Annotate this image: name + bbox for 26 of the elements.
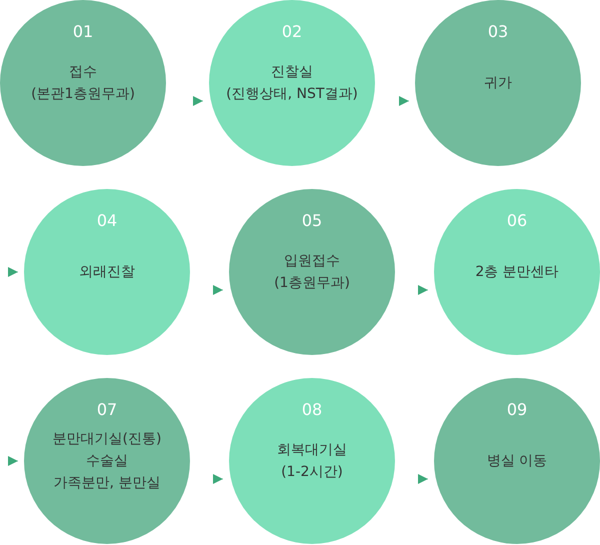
step-label: 진찰실 (진행상태, NST결과) [225, 63, 359, 104]
step-number: 05 [300, 211, 324, 230]
arrow [418, 285, 428, 295]
arrow [192, 96, 204, 106]
step-label: 접수 (본관1층원무과) [30, 63, 136, 104]
arrow [8, 267, 18, 277]
step-number: 04 [96, 211, 118, 230]
step-label: 외래진찰 [78, 263, 136, 282]
step-number: 01 [72, 22, 94, 41]
step-label: 병실 이동 [486, 452, 548, 471]
step-label: 귀가 [483, 74, 513, 93]
step-number: 09 [506, 400, 528, 419]
step-number: 03 [486, 22, 510, 41]
step-label: 입원접수 (1층원무과) [273, 252, 351, 293]
step-number: 08 [300, 400, 324, 419]
step-number: 07 [96, 400, 118, 419]
step-label: 분만대기실(진통) 수술실 가족분만, 분만실 [52, 430, 162, 493]
step-label: 2층 분만센타 [474, 263, 560, 282]
step-number: 06 [506, 211, 528, 230]
arrow [418, 474, 428, 484]
arrow [212, 285, 224, 295]
step-number: 02 [280, 22, 304, 41]
arrow [398, 96, 410, 106]
step-label: 회복대기실 (1-2시간) [276, 441, 348, 482]
arrow [8, 456, 18, 466]
arrow [212, 474, 224, 484]
